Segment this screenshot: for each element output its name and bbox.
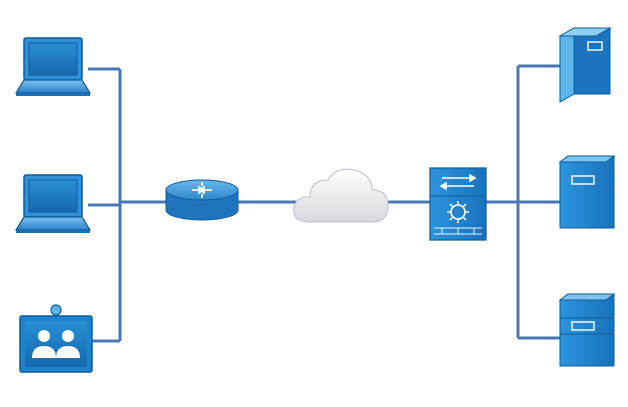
server-tower-icon — [558, 27, 612, 103]
links — [88, 64, 562, 343]
cloud-icon — [293, 168, 389, 223]
server-icon — [558, 293, 616, 367]
multilayer-firewall-switch-icon — [429, 167, 487, 241]
router-icon — [165, 179, 239, 221]
telepresence-icon — [19, 304, 93, 373]
laptop-icon — [14, 37, 92, 96]
server-icon — [558, 155, 616, 229]
laptop-icon — [14, 174, 92, 233]
